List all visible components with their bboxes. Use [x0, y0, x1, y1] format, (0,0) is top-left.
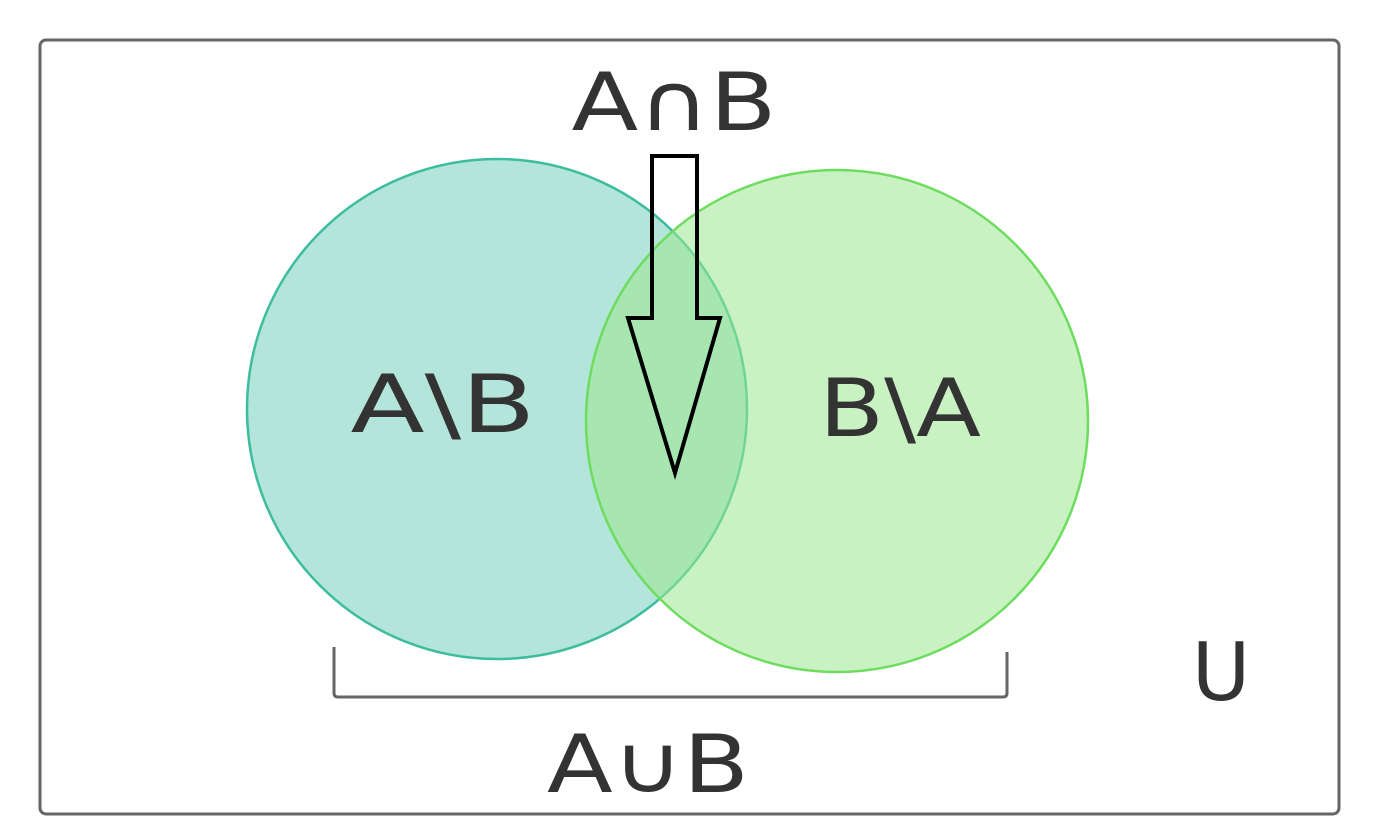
- union-label: A∪B: [547, 718, 749, 811]
- set-b-circle: [584, 168, 1090, 674]
- intersection-arrow: [625, 154, 723, 481]
- union-bracket: [332, 647, 1009, 699]
- universe-label: U: [1192, 626, 1251, 719]
- b-minus-a-label: B\A: [819, 362, 981, 455]
- a-minus-b-label: A\B: [351, 358, 536, 451]
- intersection-label: A∩B: [572, 56, 777, 149]
